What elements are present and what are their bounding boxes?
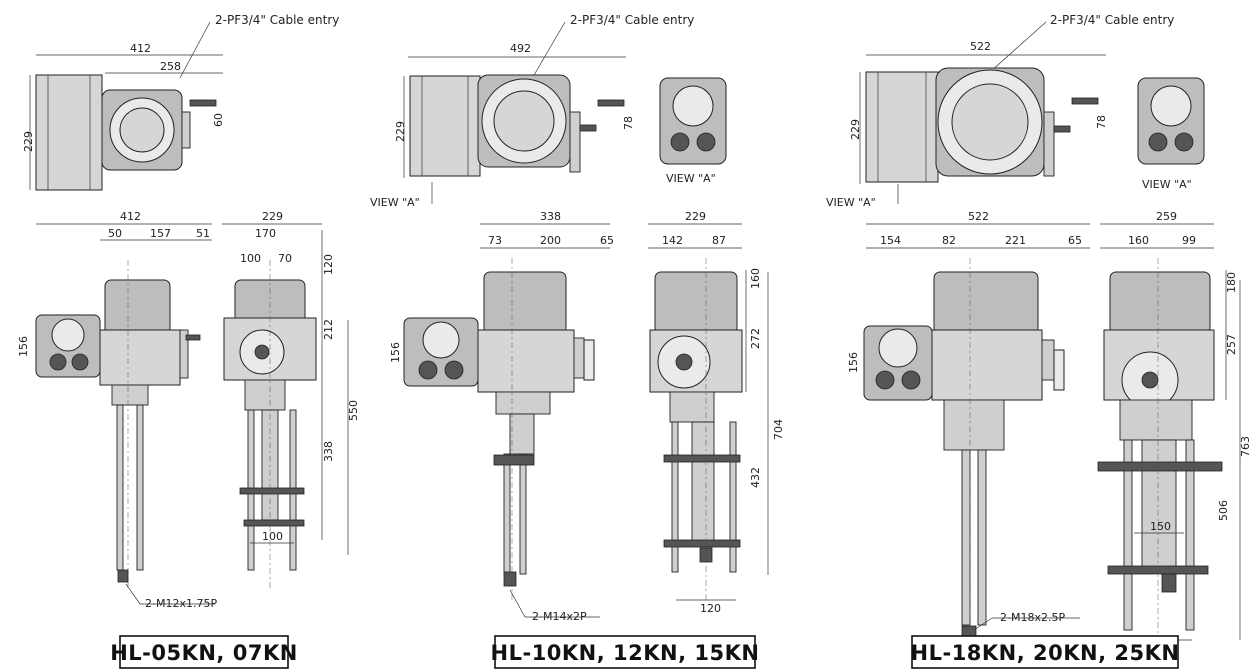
dim-front-b-3: 82 xyxy=(942,234,956,247)
side-view-2: 229 142 87 120 160 272 704 432 xyxy=(648,210,785,615)
dim-top-width-2: 492 xyxy=(510,42,531,55)
dim-top-width-1: 412 xyxy=(130,42,151,55)
dim-top-center-1: 258 xyxy=(160,60,181,73)
dim-front-width-2: 338 xyxy=(540,210,561,223)
dim-top-height-1: 229 xyxy=(22,131,35,152)
dim-side-a-1: 170 xyxy=(255,227,276,240)
top-view-2: 492 229 78 VIEW "A" VIEW "A" xyxy=(370,42,727,209)
model-3-drawing: 2-PF3/4" Cable entry 522 229 78 VIEW "A"… xyxy=(826,13,1250,669)
dim-side-inner-3: 150 xyxy=(1150,520,1171,533)
pin-note-2: 2-M14x2P xyxy=(532,610,587,623)
dim-front-a-1: 50 xyxy=(108,227,122,240)
model-1-label: HL-05KN, 07KN xyxy=(110,641,298,665)
dim-front-c-3: 221 xyxy=(1005,234,1026,247)
front-view-2: 338 73 200 65 156 2-M14x2P xyxy=(389,210,614,623)
dim-side-width-3: 259 xyxy=(1156,210,1177,223)
dim-side-h1-3: 180 xyxy=(1225,272,1238,293)
dim-front-b-1: 157 xyxy=(150,227,171,240)
dim-side-h1-1: 120 xyxy=(322,254,335,275)
dim-top-handle-2: 78 xyxy=(622,116,635,130)
dim-side-width-1: 229 xyxy=(262,210,283,223)
dim-side-h3-1: 550 xyxy=(347,400,360,421)
dim-side-base-2: 120 xyxy=(700,602,721,615)
dim-side-h3-3: 763 xyxy=(1239,436,1250,457)
model-2-label: HL-10KN, 12KN, 15KN xyxy=(491,641,760,665)
dim-side-base-1: 100 xyxy=(262,530,283,543)
dim-side-h2-1: 212 xyxy=(322,319,335,340)
view-a-arrow-label-2: VIEW "A" xyxy=(370,196,420,209)
model-1-label-box xyxy=(119,635,289,669)
front-view-3: 522 154 82 221 65 156 2-M18x2.5P xyxy=(847,210,1090,643)
dim-side-c-1: 70 xyxy=(278,252,292,265)
dim-side-h3-2: 704 xyxy=(772,419,785,440)
dim-side-b-1: 100 xyxy=(240,252,261,265)
dim-side-h4-3: 506 xyxy=(1217,500,1230,521)
dim-front-width-1: 412 xyxy=(120,210,141,223)
view-a-caption-3: VIEW "A" xyxy=(1142,178,1192,191)
dim-side-h4-2: 432 xyxy=(749,467,762,488)
cable-entry-note-3: 2-PF3/4" Cable entry xyxy=(1050,13,1174,27)
dim-side-h2-3: 257 xyxy=(1225,334,1238,355)
model-3-label: HL-18KN, 20KN, 25KN xyxy=(911,641,1180,665)
top-view-1: 412 258 229 60 xyxy=(22,42,225,191)
cable-entry-note-2: 2-PF3/4" Cable entry xyxy=(570,13,694,27)
dim-front-d-3: 65 xyxy=(1068,234,1082,247)
dim-front-width-3: 522 xyxy=(968,210,989,223)
dim-top-handle-3: 78 xyxy=(1095,115,1108,129)
dim-front-side-3: 156 xyxy=(847,352,860,373)
dim-front-b-2: 200 xyxy=(540,234,561,247)
dim-side-a-2: 142 xyxy=(662,234,683,247)
dim-top-handle-1: 60 xyxy=(212,113,225,127)
top-view-3: 522 229 78 VIEW "A" VIEW "A" xyxy=(826,40,1205,209)
dim-side-b-2: 87 xyxy=(712,234,726,247)
dim-front-a-3: 154 xyxy=(880,234,901,247)
side-view-1: 229 170 100 70 100 120 212 550 338 xyxy=(222,210,360,590)
dim-side-h1-2: 160 xyxy=(749,268,762,289)
dim-side-h2-2: 272 xyxy=(749,328,762,349)
cable-entry-note-1: 2-PF3/4" Cable entry xyxy=(215,13,339,27)
dim-top-height-3: 229 xyxy=(849,119,862,140)
model-3-label-box xyxy=(911,635,1179,669)
dim-side-width-2: 229 xyxy=(685,210,706,223)
pin-note-1: 2-M12x1.75P xyxy=(145,597,217,610)
dim-top-width-3: 522 xyxy=(970,40,991,53)
model-2-label-box xyxy=(494,635,756,669)
model-1-drawing: 2-PF3/4" Cable entry 412 258 229 60 412 … xyxy=(17,13,360,669)
front-view-1: 412 50 157 51 156 2-M12x1.75P xyxy=(17,210,217,610)
dim-side-h4-1: 338 xyxy=(322,441,335,462)
model-2-drawing: 2-PF3/4" Cable entry 492 229 78 VIEW "A"… xyxy=(370,13,785,669)
dim-front-c-1: 51 xyxy=(196,227,210,240)
dim-side-a-3: 160 xyxy=(1128,234,1149,247)
side-view-3: 259 160 99 150 150 180 257 763 xyxy=(1097,210,1250,655)
view-a-caption-2: VIEW "A" xyxy=(666,172,716,185)
dim-side-b-3: 99 xyxy=(1182,234,1196,247)
dim-front-side-1: 156 xyxy=(17,336,30,357)
dim-front-side-2: 156 xyxy=(389,342,402,363)
dim-front-c-2: 65 xyxy=(600,234,614,247)
view-a-arrow-label-3: VIEW "A" xyxy=(826,196,876,209)
dim-front-a-2: 73 xyxy=(488,234,502,247)
dim-top-height-2: 229 xyxy=(394,121,407,142)
pin-note-3: 2-M18x2.5P xyxy=(1000,611,1065,624)
